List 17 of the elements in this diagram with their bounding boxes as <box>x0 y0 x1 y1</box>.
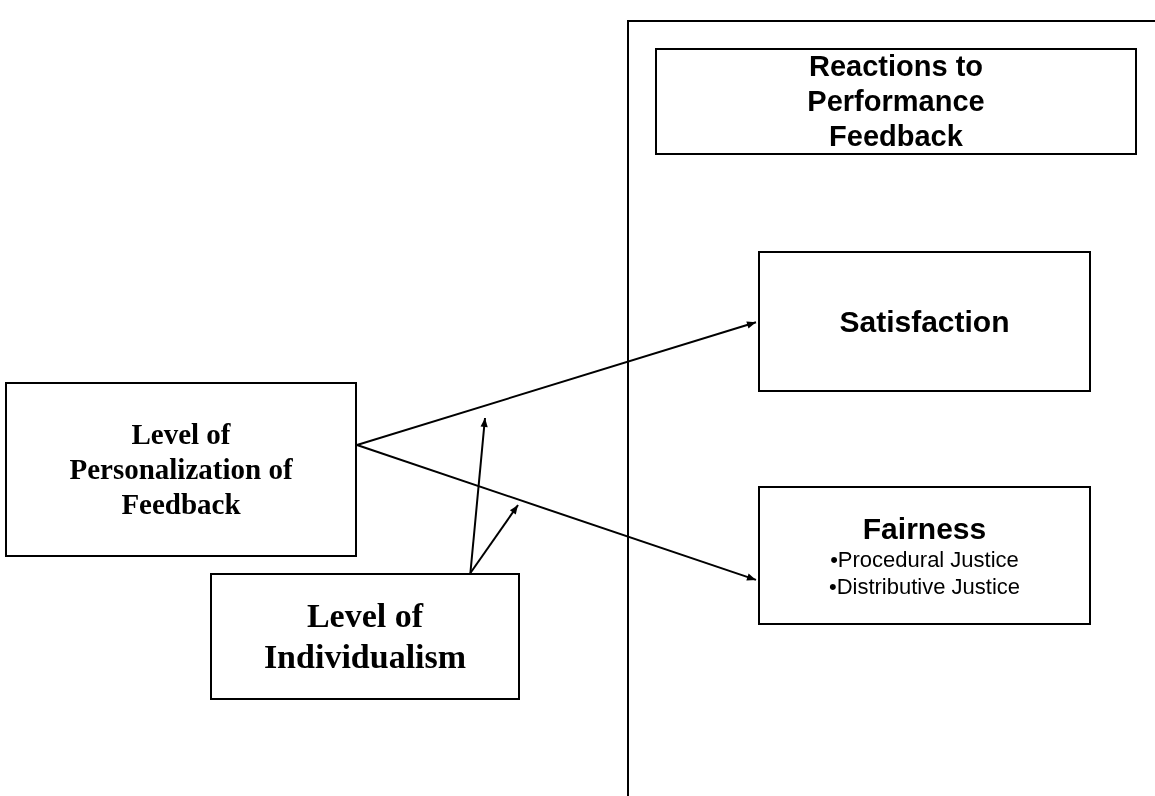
arrow <box>356 321 757 446</box>
heading-box <box>655 48 1137 155</box>
bullet-item: •Distributive Justice <box>828 573 1021 600</box>
variable-label: Level of Personalization of Feedback <box>68 417 294 522</box>
arrow <box>469 504 519 574</box>
outcome-label: Fairness <box>862 511 987 548</box>
outcome-box <box>758 251 1091 392</box>
variable-box <box>5 382 357 557</box>
bullet-item: •Procedural Justice <box>830 547 1019 574</box>
variable-label: Level of Individualism <box>262 595 468 677</box>
arrow <box>469 417 488 574</box>
outcome-panel <box>627 20 1155 796</box>
arrow <box>356 444 757 581</box>
outcome-box <box>758 486 1091 625</box>
heading-text: Reactions to Performance Feedback <box>806 49 986 154</box>
variable-box <box>210 573 520 700</box>
outcome-label: Satisfaction <box>839 303 1010 340</box>
